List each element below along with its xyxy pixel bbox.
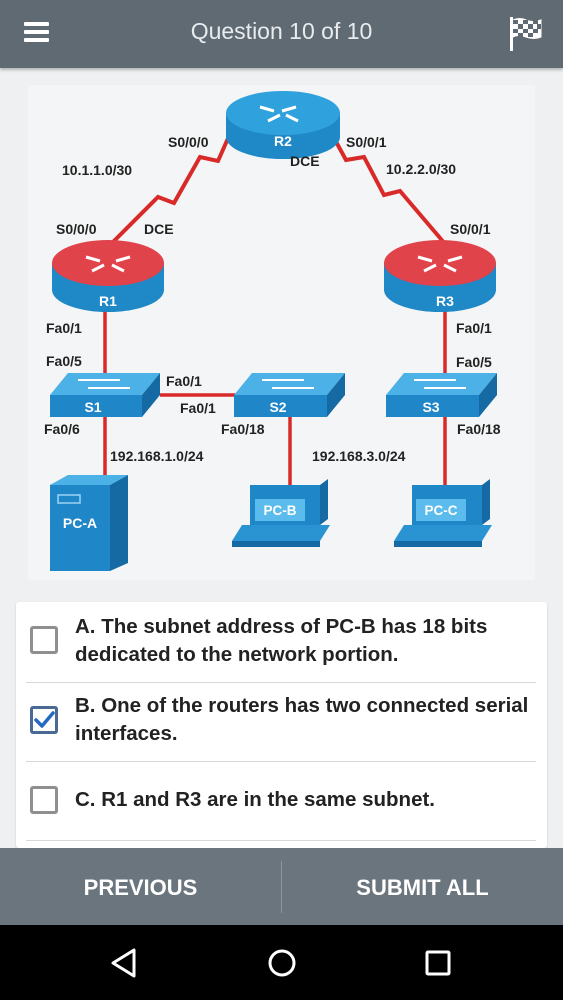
label-s1-fa06: Fa0/6 [44,421,80,437]
label-r2-s000: S0/0/0 [168,134,209,150]
question-counter: Question 10 of 10 [190,18,373,44]
switch-s3: S3 [386,373,497,417]
previous-button[interactable]: PREVIOUS [83,875,198,900]
hamburger-menu-icon[interactable] [22,22,52,48]
label-r1-dce: DCE [144,221,174,237]
serial-link-r2-r3 [326,126,448,247]
checkmark-icon [34,711,55,728]
option-b-checkbox[interactable] [30,706,58,734]
router-r3: R3 [384,240,496,312]
label-s2-fa01: Fa0/1 [180,400,216,416]
label-net-12: 10.1.1.0/30 [62,162,132,178]
svg-text:R2: R2 [274,133,292,149]
pc-c-laptop: PC-C [394,479,492,547]
back-triangle-icon[interactable] [107,945,143,981]
checkered-flag-icon[interactable] [506,15,546,55]
system-navigation-bar [0,925,563,1000]
option-c-text: C. R1 and R3 are in the same subnet. [75,788,435,811]
option-c-checkbox[interactable] [30,786,58,814]
svg-text:S2: S2 [269,399,286,415]
label-lan1: 192.168.1.0/24 [110,448,204,464]
option-a-text: A. The subnet address of PC-B has 18 bit… [75,615,488,666]
recents-square-icon[interactable] [420,945,456,981]
label-r3-s001: S0/0/1 [450,221,491,237]
svg-text:PC-A: PC-A [63,515,97,531]
label-r2-s001: S0/0/1 [346,134,387,150]
submit-all-button[interactable]: SUBMIT ALL [356,875,489,900]
label-s3-fa018: Fa0/18 [457,421,501,437]
network-topology-diagram: R2 R1 R3 S1 S2 [28,85,535,580]
button-divider [281,861,282,913]
router-r2: R2 [226,91,340,159]
serial-link-r1-r2 [108,126,235,247]
svg-text:PC-B: PC-B [264,503,297,518]
label-s1-fa01: Fa0/1 [166,373,202,389]
label-r1-fa01: Fa0/1 [46,320,82,336]
pc-b-laptop: PC-B [232,479,330,547]
option-b-text: B. One of the routers has two connected … [75,694,529,745]
label-r2-dce: DCE [290,153,320,169]
label-r1-s000: S0/0/0 [56,221,97,237]
label-s1-fa05: Fa0/5 [46,353,82,369]
pc-a-tower: PC-A [50,475,128,571]
svg-text:PC-C: PC-C [425,503,458,518]
switch-s1: S1 [50,373,160,417]
label-s3-fa05: Fa0/5 [456,354,492,370]
svg-text:R3: R3 [436,293,454,309]
answer-options-card: A. The subnet address of PC-B has 18 bit… [16,602,547,848]
label-s2-fa018: Fa0/18 [221,421,265,437]
router-r1: R1 [52,240,164,312]
svg-text:R1: R1 [99,293,117,309]
label-lan3: 192.168.3.0/24 [312,448,406,464]
label-net-23: 10.2.2.0/30 [386,161,456,177]
bottom-action-bar: PREVIOUS SUBMIT ALL [0,848,563,925]
option-c[interactable]: C. R1 and R3 are in the same subnet. [26,761,536,841]
app-bar: Question 10 of 10 [0,0,563,68]
home-circle-icon[interactable] [264,945,300,981]
svg-text:S1: S1 [84,399,101,415]
option-b[interactable]: B. One of the routers has two connected … [26,682,536,762]
switch-s2: S2 [234,373,345,417]
option-a[interactable]: A. The subnet address of PC-B has 18 bit… [26,602,536,683]
label-r3-fa01: Fa0/1 [456,320,492,336]
option-a-checkbox[interactable] [30,626,58,654]
svg-text:S3: S3 [422,399,439,415]
